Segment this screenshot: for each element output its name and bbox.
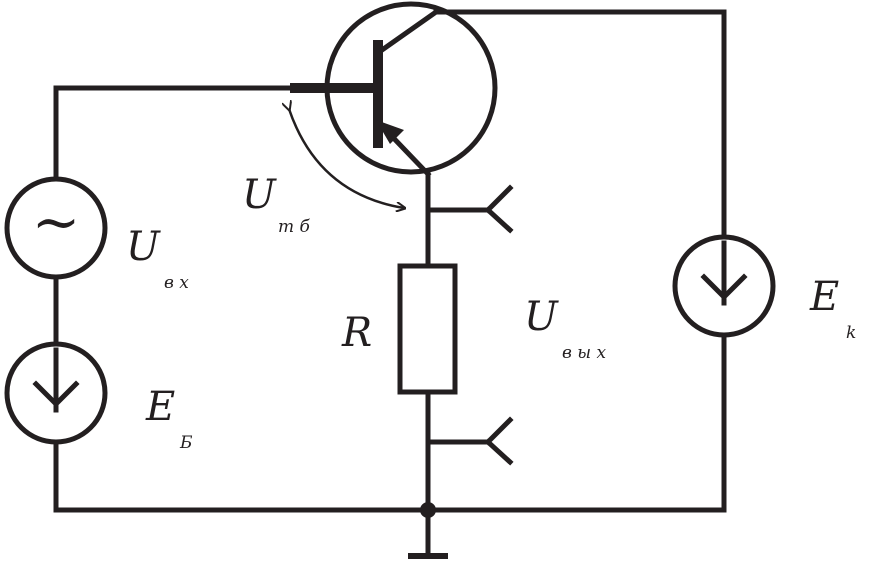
- label-e-b-main: E: [145, 384, 175, 430]
- output-terminal-bottom: [425, 416, 514, 466]
- label-u-mb: U т б: [242, 172, 311, 237]
- label-u-in: U в х: [126, 224, 189, 293]
- label-u-mb-main: U: [242, 172, 277, 218]
- label-e-b: E Б: [145, 384, 193, 453]
- collector-wire-bottom: [425, 333, 727, 513]
- ac-voltage-source: ~: [4, 176, 108, 280]
- resistor: [397, 263, 458, 395]
- label-u-in-main: U: [126, 224, 161, 270]
- transistor: [290, 1, 498, 178]
- label-e-k-sub: k: [846, 323, 856, 343]
- collector-lead: [378, 8, 440, 54]
- ac-source-circle: [4, 176, 108, 280]
- label-e-b-sub: Б: [179, 433, 193, 453]
- base-bias-circle: [4, 341, 108, 445]
- emitter-circuit: [397, 171, 458, 559]
- collector-source-circle: [672, 234, 776, 338]
- base-wire-top: [53, 85, 293, 182]
- label-u-mb-sub: т б: [278, 217, 311, 237]
- output-terminal-top: [425, 184, 514, 234]
- base-emitter-voltage-arc: [289, 109, 404, 208]
- collector-wire: [433, 9, 727, 239]
- collector-circuit: [425, 9, 776, 513]
- base-wire-bottom: [53, 440, 431, 513]
- label-e-k: E k: [809, 274, 856, 343]
- label-r: R: [341, 310, 372, 356]
- label-u-out-main: U: [524, 294, 559, 340]
- base-bias-arrow-icon: [32, 347, 80, 413]
- label-u-out: U в ы х: [524, 294, 607, 363]
- label-u-out-sub: в ы х: [562, 343, 607, 363]
- collector-source-arrow-icon: [700, 240, 748, 306]
- label-e-k-main: E: [809, 274, 839, 320]
- output-terminals: [425, 184, 514, 466]
- label-u-in-sub: в х: [164, 273, 189, 293]
- base-circuit: [53, 85, 431, 513]
- ac-sine-icon: ~: [32, 188, 81, 256]
- base-bias-source: [4, 341, 108, 445]
